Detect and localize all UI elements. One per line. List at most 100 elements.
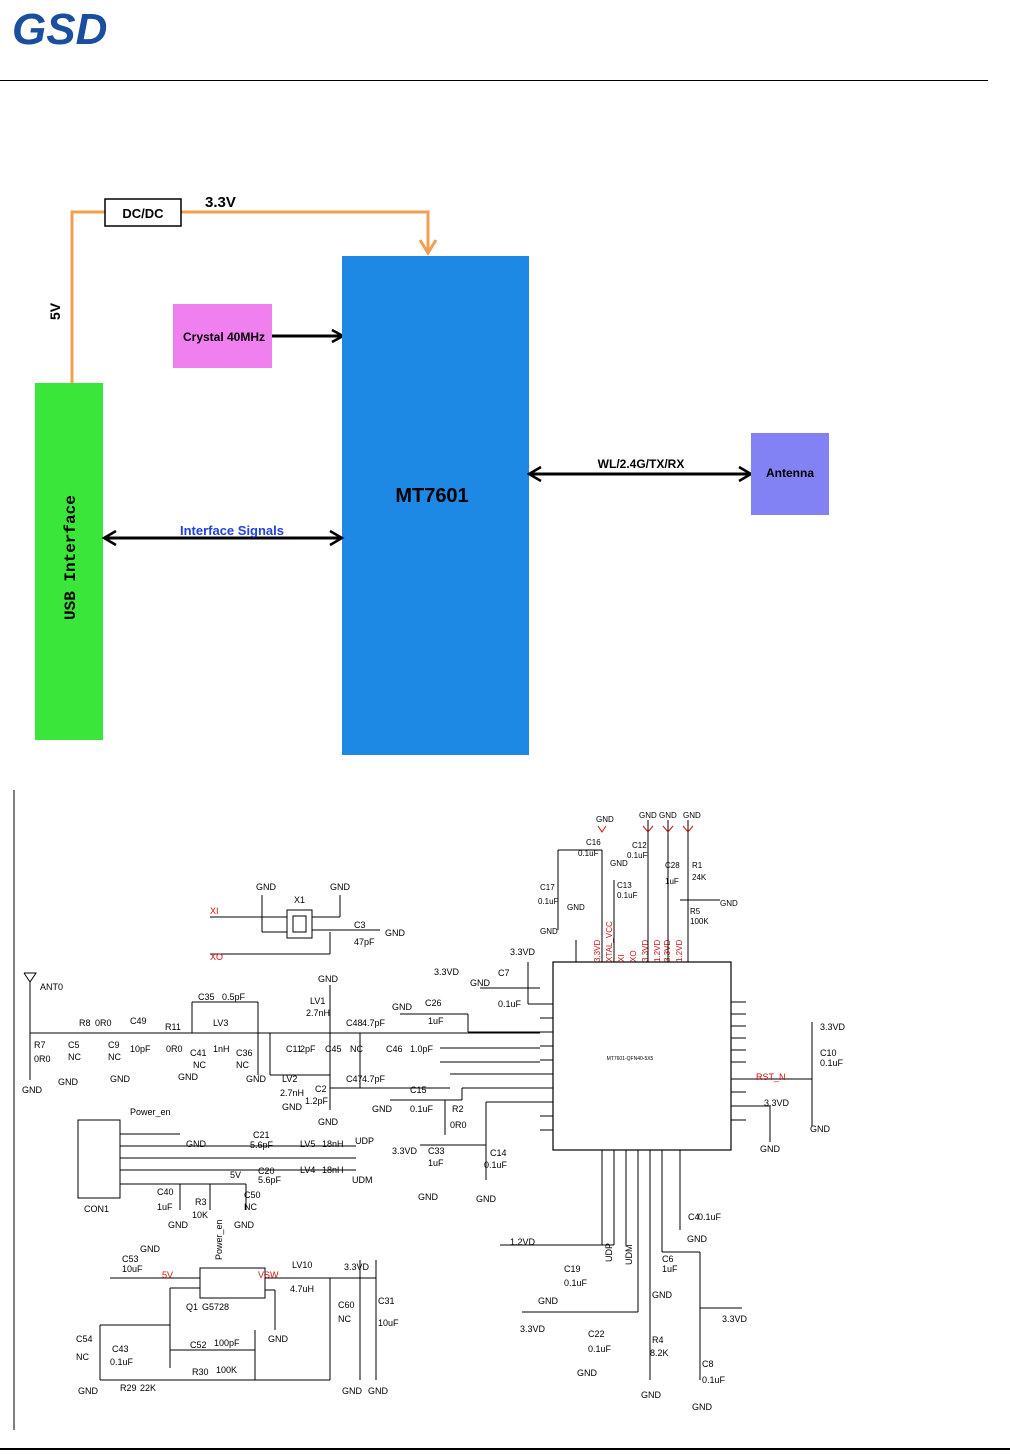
rf-arrow-left-head bbox=[526, 465, 542, 483]
svg-text:3.3VD: 3.3VD bbox=[722, 1314, 748, 1324]
svg-text:0.1uF: 0.1uF bbox=[538, 897, 559, 906]
svg-text:2pF: 2pF bbox=[300, 1044, 316, 1054]
svg-text:UDM: UDM bbox=[624, 1245, 634, 1266]
svg-text:GND: GND bbox=[683, 811, 701, 820]
svg-text:C48: C48 bbox=[346, 1018, 363, 1028]
power-line-33v bbox=[181, 210, 430, 250]
svg-text:8.2K: 8.2K bbox=[650, 1348, 669, 1358]
svg-text:5.6pF: 5.6pF bbox=[250, 1140, 274, 1150]
svg-text:10K: 10K bbox=[192, 1210, 208, 1220]
antenna-block bbox=[751, 433, 829, 515]
svg-text:GND: GND bbox=[318, 1117, 339, 1127]
ic-name: MT7601-QFN40-5X5 bbox=[607, 1056, 654, 1062]
svg-text:C35: C35 bbox=[198, 992, 215, 1002]
svg-text:3.3VD: 3.3VD bbox=[510, 947, 536, 957]
svg-text:1uF: 1uF bbox=[428, 1158, 444, 1168]
svg-text:C21: C21 bbox=[253, 1130, 270, 1140]
chip-top-wires bbox=[557, 820, 720, 962]
svg-text:0.1uF: 0.1uF bbox=[617, 891, 638, 900]
svg-text:GND: GND bbox=[720, 899, 738, 908]
crystal-labels: X1 XI XO C3 47pF GND GND GND bbox=[210, 882, 406, 962]
svg-text:GND: GND bbox=[318, 974, 339, 984]
svg-text:R3: R3 bbox=[195, 1197, 207, 1207]
svg-text:C22: C22 bbox=[588, 1329, 605, 1339]
svg-text:UDM: UDM bbox=[352, 1175, 373, 1185]
svg-text:10pF: 10pF bbox=[130, 1044, 151, 1054]
svg-text:0.1uF: 0.1uF bbox=[578, 849, 599, 858]
svg-text:GND: GND bbox=[22, 1085, 43, 1095]
svg-text:5V: 5V bbox=[162, 1270, 173, 1280]
svg-text:R1: R1 bbox=[692, 861, 703, 870]
logo-text: GSD bbox=[12, 5, 107, 52]
svg-text:C41: C41 bbox=[190, 1048, 207, 1058]
svg-text:C50: C50 bbox=[244, 1190, 261, 1200]
svg-text:2.7nH: 2.7nH bbox=[306, 1008, 330, 1018]
svg-text:C3: C3 bbox=[354, 920, 366, 930]
svg-text:C8: C8 bbox=[702, 1359, 714, 1369]
schematic: MT7601-QFN40-5X5 3.3VD XTAL_VCC XI XO 3.… bbox=[13, 790, 846, 1430]
svg-text:GND: GND bbox=[810, 1124, 831, 1134]
svg-text:R30: R30 bbox=[192, 1367, 209, 1377]
svg-text:GND: GND bbox=[78, 1386, 99, 1396]
svg-text:LV4: LV4 bbox=[300, 1165, 315, 1175]
rf-chain-wires bbox=[23, 962, 540, 1180]
connector-labels: Power_en GND C21 5.6pF LV5 18nH UDP C20 … bbox=[84, 1107, 374, 1260]
chip-right-pins bbox=[731, 1001, 812, 1121]
svg-text:GND: GND bbox=[186, 1139, 207, 1149]
svg-text:C43: C43 bbox=[112, 1344, 129, 1354]
crystal-x1 bbox=[210, 895, 380, 955]
svg-text:22K: 22K bbox=[140, 1383, 156, 1393]
svg-text:1.2pF: 1.2pF bbox=[305, 1096, 329, 1106]
svg-text:C60: C60 bbox=[338, 1300, 355, 1310]
svg-text:XI: XI bbox=[617, 954, 626, 962]
top-supply-arrows bbox=[597, 825, 694, 833]
if-arrow-left-head bbox=[101, 529, 117, 547]
svg-text:GND: GND bbox=[168, 1220, 189, 1230]
svg-text:GND: GND bbox=[234, 1220, 255, 1230]
svg-text:GND: GND bbox=[596, 815, 614, 824]
crystal-label: Crystal 40MHz bbox=[183, 330, 265, 344]
svg-text:GND: GND bbox=[368, 1386, 389, 1396]
svg-text:LV10: LV10 bbox=[292, 1260, 312, 1270]
svg-text:C40: C40 bbox=[157, 1187, 174, 1197]
svg-text:GND: GND bbox=[392, 1002, 413, 1012]
power-arrow-head bbox=[418, 239, 438, 256]
svg-text:XO: XO bbox=[210, 952, 223, 962]
svg-text:GND: GND bbox=[641, 1390, 662, 1400]
svg-text:C6: C6 bbox=[662, 1254, 674, 1264]
svg-text:R7: R7 bbox=[34, 1040, 46, 1050]
svg-text:5V: 5V bbox=[230, 1170, 241, 1180]
block-diagram: DC/DC 3.3V 5V USB Interface Crystal 40MH… bbox=[35, 194, 829, 755]
svg-text:GND: GND bbox=[577, 1368, 598, 1378]
svg-text:24K: 24K bbox=[692, 873, 707, 882]
chip-bottom-labels: 1.2VD 3.3VD 3.3VD C19 0.1uF GND C22 0.1u… bbox=[510, 1212, 748, 1412]
mt7601-chip-block bbox=[342, 256, 529, 755]
svg-text:R8: R8 bbox=[79, 1018, 91, 1028]
mt7601-ic bbox=[552, 961, 732, 1151]
svg-text:3.3VD: 3.3VD bbox=[641, 940, 650, 962]
svg-text:GND: GND bbox=[372, 1104, 393, 1114]
svg-text:1.2VD: 1.2VD bbox=[510, 1237, 536, 1247]
svg-text:R29: R29 bbox=[120, 1383, 137, 1393]
svg-text:C15: C15 bbox=[410, 1085, 427, 1095]
svg-text:R11: R11 bbox=[165, 1022, 181, 1032]
svg-text:C7: C7 bbox=[498, 968, 510, 978]
svg-text:5.6pF: 5.6pF bbox=[258, 1175, 282, 1185]
regulator-labels: GND C53 10uF 5V Q1 G5728 VSW LV10 4.7uH … bbox=[76, 1244, 399, 1396]
gsd-logo: GSD bbox=[12, 5, 107, 52]
top-caps: GND GND GND GND C16 0.1uF C13 0.1uF C12 … bbox=[538, 811, 738, 936]
svg-text:0.1uF: 0.1uF bbox=[110, 1357, 134, 1367]
svg-text:0R0: 0R0 bbox=[166, 1044, 183, 1054]
svg-text:GND: GND bbox=[538, 1296, 559, 1306]
svg-text:3.3VD: 3.3VD bbox=[593, 940, 602, 962]
chip-left-pins bbox=[540, 1003, 553, 1131]
v33-label: 3.3V bbox=[205, 194, 236, 211]
chip-bottom-wires bbox=[500, 1150, 742, 1380]
svg-text:2.7nH: 2.7nH bbox=[280, 1088, 304, 1098]
svg-text:1uF: 1uF bbox=[662, 1264, 678, 1274]
regulator-q1 bbox=[99, 1260, 377, 1381]
svg-text:NC: NC bbox=[68, 1052, 81, 1062]
svg-text:GND: GND bbox=[639, 811, 657, 820]
svg-text:NC: NC bbox=[108, 1052, 121, 1062]
svg-text:R2: R2 bbox=[452, 1104, 464, 1114]
